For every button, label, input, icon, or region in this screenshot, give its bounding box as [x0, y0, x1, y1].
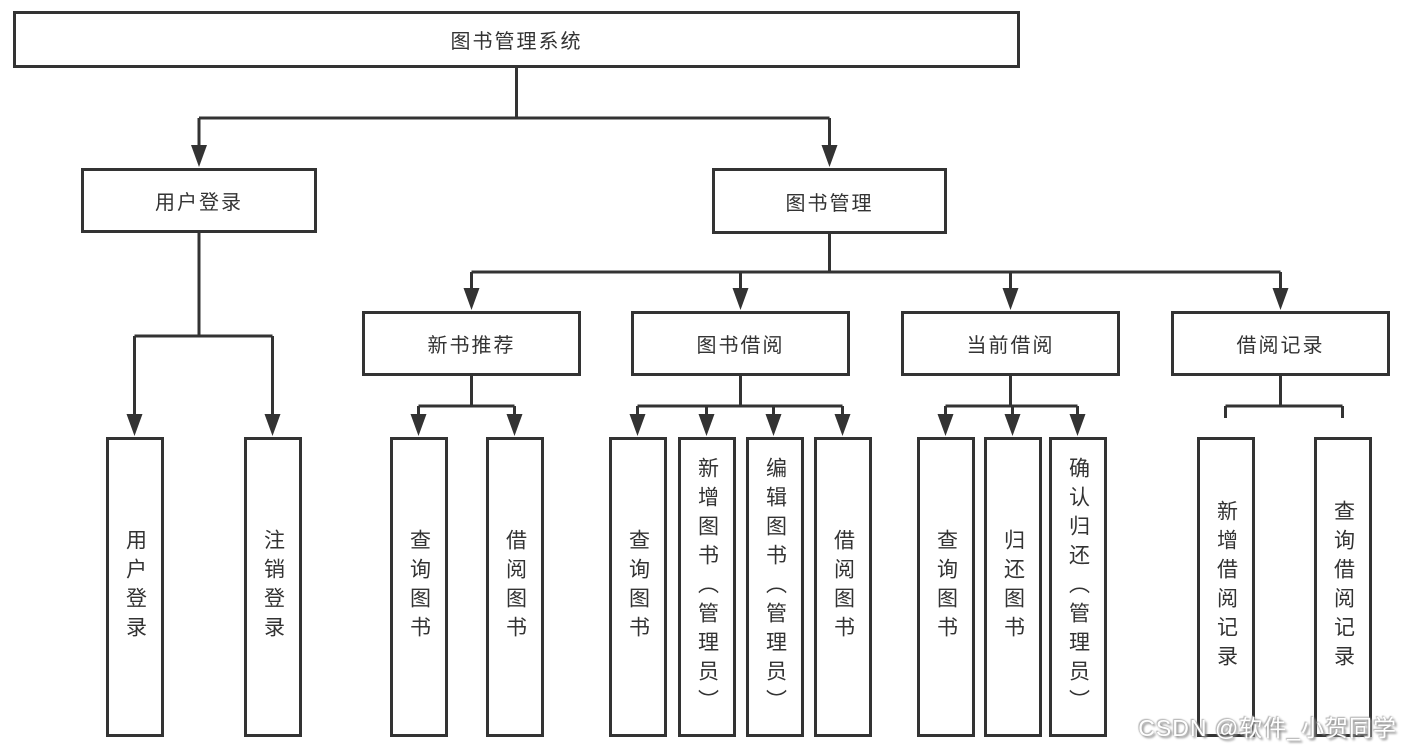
- leaf-cb-confirm-return-admin-label: 确认归还（管理员）: [1066, 456, 1090, 718]
- leaf-cb-return-book-label: 归还图书: [1001, 529, 1025, 645]
- leaf-nbr-query-book-label: 查询图书: [407, 529, 431, 645]
- connector-paths: [133, 68, 1344, 418]
- arrow-icon: [698, 414, 715, 436]
- connector-current-borrow-children: [944, 376, 1079, 418]
- arrow-icon: [410, 414, 427, 436]
- arrow-icon: [506, 414, 523, 436]
- leaf-cb-query-book: 查询图书: [917, 437, 975, 737]
- watermark: CSDN @软件_小贺同学: [1138, 715, 1397, 741]
- leaf-bb-borrow-book-label: 借阅图书: [831, 529, 855, 645]
- leaf-bb-add-book-admin-label: 新增图书（管理员）: [695, 456, 719, 718]
- arrow-icon: [821, 145, 838, 167]
- arrow-icon: [1069, 414, 1086, 436]
- arrow-icon: [463, 288, 480, 310]
- leaf-cb-confirm-return-admin: 确认归还（管理员）: [1049, 437, 1107, 737]
- leaf-br-add-record-label: 新增借阅记录: [1214, 500, 1238, 674]
- node-current-borrow: 当前借阅: [901, 311, 1120, 376]
- arrow-icon: [1272, 288, 1289, 310]
- leaf-br-query-record-label: 查询借阅记录: [1331, 500, 1355, 674]
- connector-user-login-children: [133, 233, 274, 418]
- arrow-icon: [1002, 288, 1019, 310]
- node-book-borrow-label: 图书借阅: [696, 335, 785, 357]
- arrowheads: [126, 145, 1289, 436]
- leaf-nbr-query-book: 查询图书: [390, 437, 448, 737]
- node-book-mgmt-label: 图书管理: [785, 192, 874, 215]
- leaf-bb-edit-book-admin-label: 编辑图书（管理员）: [763, 456, 787, 718]
- connector-borrow-record-children: [1224, 376, 1344, 418]
- leaf-bb-borrow-book: 借阅图书: [814, 437, 872, 737]
- arrow-icon: [765, 414, 782, 436]
- leaf-logout-label: 注销登录: [261, 529, 285, 645]
- leaf-user-login: 用户登录: [106, 437, 164, 737]
- node-book-borrow: 图书借阅: [631, 311, 850, 376]
- leaf-bb-add-book-admin: 新增图书（管理员）: [678, 437, 736, 737]
- node-new-book-recommend: 新书推荐: [362, 311, 581, 376]
- arrow-icon: [629, 414, 646, 436]
- arrow-icon: [264, 414, 281, 436]
- node-current-borrow-label: 当前借阅: [966, 335, 1055, 357]
- node-borrow-record-label: 借阅记录: [1236, 335, 1325, 357]
- node-user-login: 用户登录: [81, 168, 317, 233]
- node-user-login-label: 用户登录: [155, 192, 243, 214]
- node-root: 图书管理系统: [13, 11, 1020, 68]
- node-new-book-recommend-label: 新书推荐: [427, 335, 516, 357]
- leaf-bb-edit-book-admin: 编辑图书（管理员）: [746, 437, 804, 737]
- leaf-user-login-label: 用户登录: [123, 529, 147, 645]
- leaf-cb-query-book-label: 查询图书: [934, 529, 958, 645]
- leaf-br-query-record: 查询借阅记录: [1314, 437, 1372, 737]
- leaf-bb-query-book-label: 查询图书: [626, 529, 650, 645]
- leaf-br-add-record: 新增借阅记录: [1197, 437, 1255, 737]
- arrow-icon: [732, 288, 749, 310]
- node-root-label: 图书管理系统: [450, 31, 583, 53]
- leaf-bb-query-book: 查询图书: [609, 437, 667, 737]
- node-borrow-record: 借阅记录: [1171, 311, 1390, 376]
- arrow-icon: [191, 145, 207, 167]
- node-book-mgmt: 图书管理: [712, 168, 947, 234]
- leaf-nbr-borrow-book-label: 借阅图书: [503, 529, 527, 645]
- arrow-icon: [126, 414, 143, 436]
- arrow-icon: [834, 414, 851, 436]
- arrow-icon: [1004, 414, 1021, 436]
- connector-new-book-children: [417, 376, 516, 418]
- leaf-cb-return-book: 归还图书: [984, 437, 1042, 737]
- leaf-nbr-borrow-book: 借阅图书: [486, 437, 544, 737]
- leaf-logout: 注销登录: [244, 437, 302, 737]
- arrow-icon: [937, 414, 954, 436]
- connector-book-borrow-children: [636, 376, 844, 418]
- connector-book-mgmt-children: [470, 234, 1282, 292]
- connector-root-to-level2: [197, 68, 831, 149]
